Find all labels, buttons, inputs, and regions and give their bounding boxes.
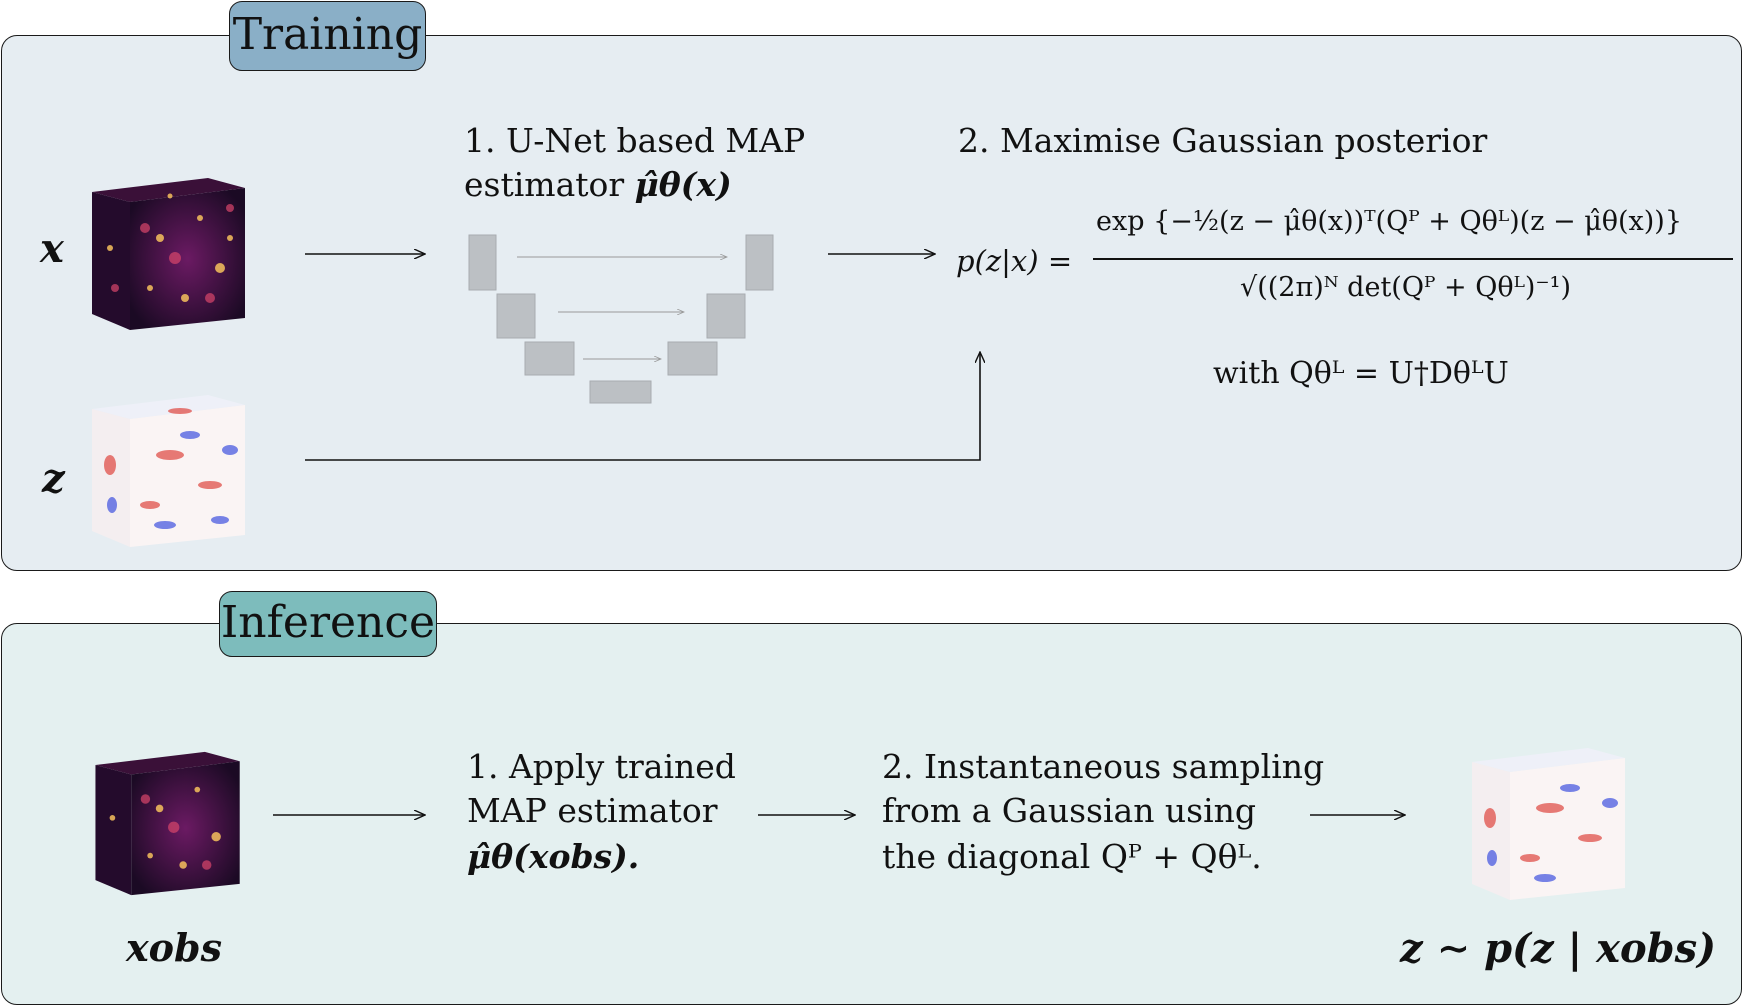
density-cube-x [92,178,245,330]
inference-step1-line2: MAP estimator [467,791,718,830]
inference-tab: Inference [219,591,437,657]
training-step1-line2: estimator μ̂θ(x) [464,163,732,207]
inference-step2-line2: from a Gaussian using [882,791,1257,830]
xobs-label: xobs [126,925,222,970]
training-step1-prefix: estimator [464,165,635,204]
training-step1-line1: 1. U-Net based MAP [464,121,806,160]
field-cube-sample [1472,748,1625,900]
inference-step2-line3: the diagonal Qᴾ + Qθᴸ. [882,837,1262,876]
training-x-label: x [40,225,64,272]
training-tab: Training [229,1,426,71]
density-cube-xobs [95,751,240,896]
training-step2-title: 2. Maximise Gaussian posterior [958,121,1488,160]
field-cube-z [92,395,245,547]
posterior-numerator: exp {−½(z − μ̂θ(x))ᵀ(Qᴾ + Qθᴸ)(z − μ̂θ(x… [1096,206,1683,237]
with-clause: with Qθᴸ = U†DθᴸU [1213,356,1509,391]
training-z-label: z [42,455,65,502]
posterior-denominator: √((2π)ᴺ det(Qᴾ + Qθᴸ)⁻¹) [1240,272,1572,303]
training-panel [1,35,1742,571]
training-estimator-symbol: μ̂θ(x) [634,165,732,204]
inference-step2-line1: 2. Instantaneous sampling [882,747,1325,786]
inference-step1-line3: μ̂θ(xobs). [467,837,640,876]
posterior-lhs: p(z|x) = [956,244,1073,278]
inference-panel [1,623,1742,1005]
inference-step1-line1: 1. Apply trained [467,747,736,786]
sample-output-label: z ∼ p(z | xobs) [1400,925,1717,972]
fraction-bar [1093,258,1733,260]
